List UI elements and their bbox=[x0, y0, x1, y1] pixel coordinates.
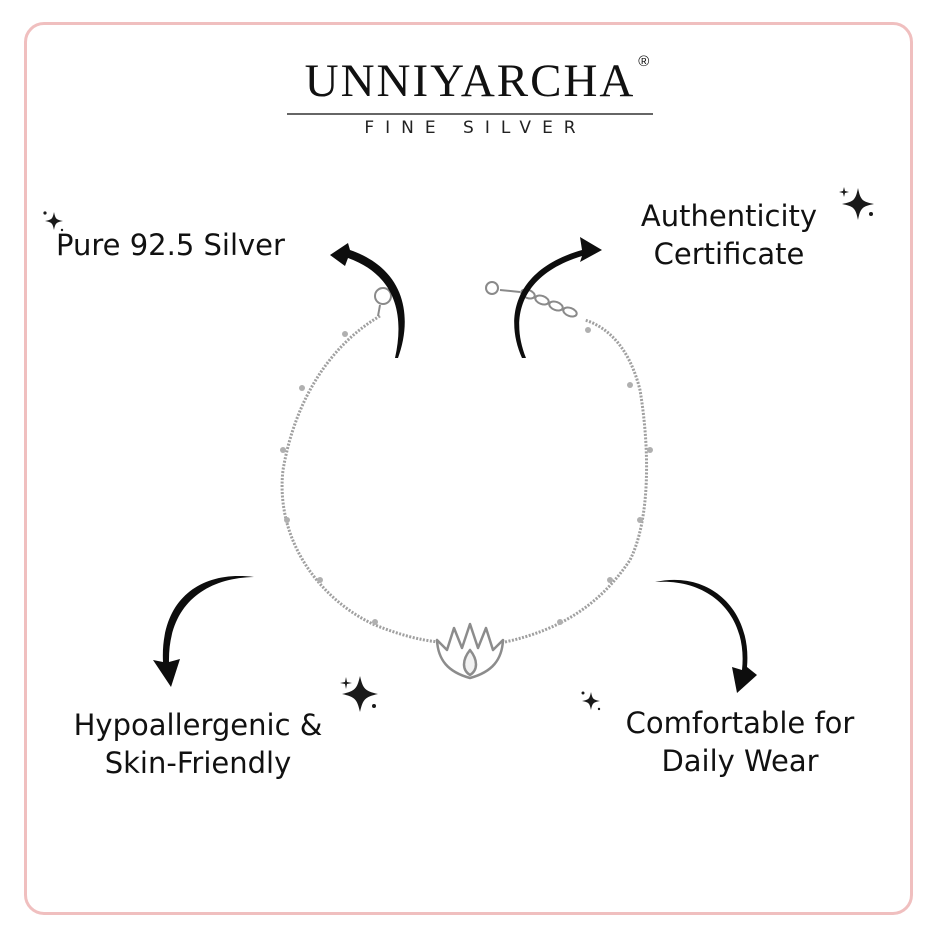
feature-label-line1: Authenticity bbox=[640, 199, 818, 233]
feature-pure-silver: Pure 92.5 Silver bbox=[56, 227, 285, 265]
curved-arrow-pointing-down-right bbox=[655, 579, 757, 693]
bracelet-chain bbox=[280, 314, 649, 644]
feature-authenticity-certificate: Authenticity Certificate bbox=[615, 198, 843, 273]
curved-arrow-pointing-down-left bbox=[153, 576, 254, 687]
logo-divider bbox=[287, 113, 653, 115]
brand-logo: UNNIYARCHA ® FINE SILVER bbox=[0, 54, 940, 138]
chain-beads bbox=[280, 327, 653, 625]
curved-arrow-pointing-right bbox=[514, 237, 602, 358]
feature-label: Pure 92.5 Silver bbox=[56, 228, 285, 262]
sparkle-icon bbox=[581, 691, 601, 711]
feature-label-line2: Certificate bbox=[653, 236, 805, 271]
feature-hypoallergenic: Hypoallergenic & Skin-Friendly bbox=[50, 707, 346, 782]
brand-name: UNNIYARCHA ® bbox=[304, 54, 650, 109]
brand-name-text: UNNIYARCHA bbox=[304, 55, 636, 107]
feature-label-line2: Skin-Friendly bbox=[104, 745, 292, 780]
feature-label-line1: Comfortable for bbox=[625, 706, 855, 740]
spring-ring-clasp-icon bbox=[374, 287, 392, 317]
sparkle-icon bbox=[340, 676, 378, 712]
pink-border-frame bbox=[24, 22, 913, 915]
feature-comfortable-daily-wear: Comfortable for Daily Wear bbox=[600, 705, 880, 780]
lotus-pendant-icon bbox=[435, 622, 505, 680]
brand-tagline: FINE SILVER bbox=[364, 118, 587, 138]
sparkle-icon bbox=[839, 187, 874, 220]
feature-label-line1: Hypoallergenic & bbox=[73, 708, 323, 742]
extender-chain-icon bbox=[485, 281, 578, 318]
curved-arrow-pointing-left bbox=[330, 243, 405, 358]
feature-label-line2: Daily Wear bbox=[661, 743, 819, 778]
sparkle-icon bbox=[43, 211, 64, 232]
registered-mark: ® bbox=[638, 53, 652, 70]
